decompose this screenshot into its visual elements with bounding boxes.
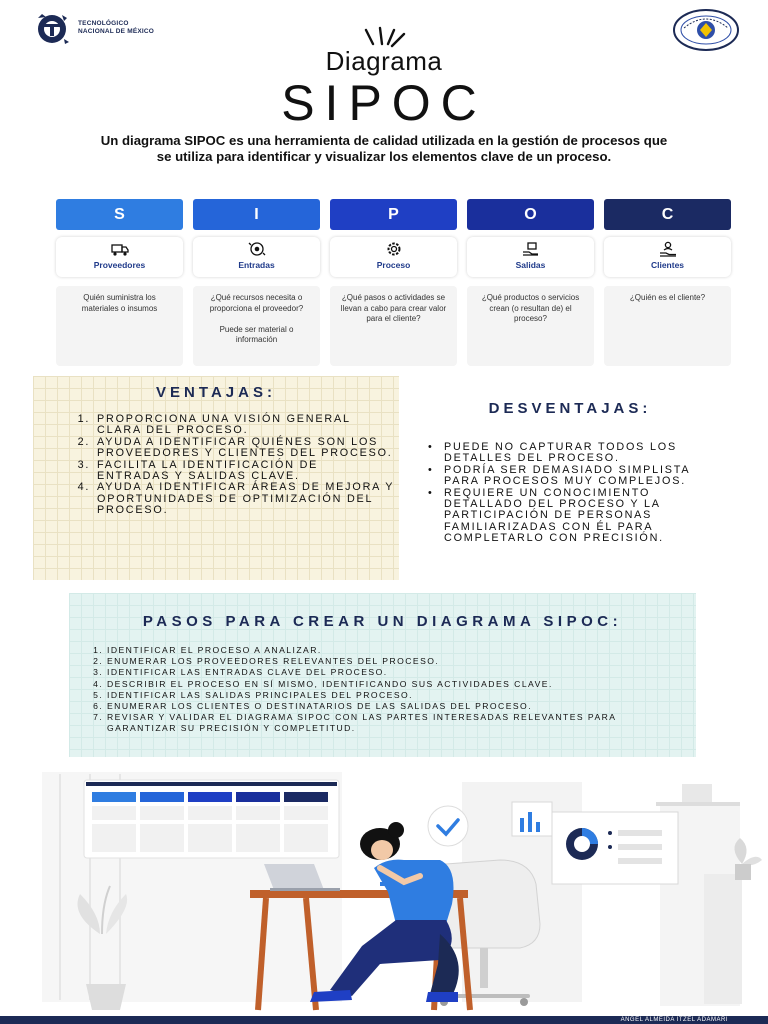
title-sipoc: SIPOC — [281, 75, 487, 131]
list-item: Identificar las entradas clave del proce… — [107, 667, 687, 678]
list-item: Revisar y validar el diagrama SIPOC con … — [107, 712, 687, 734]
sipoc-description: ¿Qué recursos necesita o proporciona el … — [193, 286, 320, 366]
list-item: Facilita la identificación de entradas y… — [95, 459, 395, 483]
process-gear-icon — [387, 242, 400, 256]
pasos-panel: PASOS PARA CREAR UN DIAGRAMA SIPOC: Iden… — [69, 593, 696, 757]
sipoc-letter: O — [467, 199, 594, 230]
sipoc-category: Salidas — [467, 237, 594, 277]
gear-cycle-icon — [248, 242, 265, 256]
desventajas-list: Puede no capturar todos los detalles del… — [428, 441, 720, 545]
ventajas-list: Proporciona una visión general clara del… — [95, 413, 395, 517]
sipoc-column-i: I Entradas ¿Qué recursos necesita o prop… — [193, 199, 320, 366]
list-item: Identificar las salidas principales del … — [107, 690, 687, 701]
sipoc-column-s: S Proveedores Quién suministra los mater… — [56, 199, 183, 366]
title-diagrama: Diagrama — [325, 46, 443, 76]
mini-sipoc-card — [83, 779, 340, 859]
sipoc-category: Clientes — [604, 237, 731, 277]
sipoc-description: ¿Qué pasos o actividades se llevan a cab… — [330, 286, 457, 366]
tecnm-gear-icon — [38, 14, 69, 44]
check-bubble-icon — [427, 805, 469, 847]
sipoc-category: Entradas — [193, 237, 320, 277]
sipoc-letter: P — [330, 199, 457, 230]
plant-right-icon — [734, 838, 762, 880]
desventajas-title: DESVENTAJAS: — [488, 400, 652, 417]
sipoc-column-o: O Salidas ¿Qué productos o servicios cre… — [467, 199, 594, 366]
intro-paragraph: Un diagrama SIPOC es una herramienta de … — [100, 133, 668, 164]
ventajas-panel: VENTAJAS: Proporciona una visión general… — [33, 376, 399, 580]
woman-at-desk-illustration — [42, 772, 762, 1011]
sipoc-category: Proceso — [330, 237, 457, 277]
list-item: Ayuda a identificar áreas de mejora y op… — [95, 482, 395, 516]
title-burst-icon — [364, 26, 406, 48]
sipoc-description: ¿Quién es el cliente? — [604, 286, 731, 366]
list-item: Podría ser demasiado simplista para proc… — [428, 464, 720, 488]
list-item: Puede no capturar todos los detalles del… — [428, 441, 720, 465]
sipoc-description: Quién suministra los materiales o insumo… — [56, 286, 183, 366]
institution-name: TECNOLÓGICO NACIONAL DE MÉXICO — [78, 20, 155, 35]
list-item: Describir el proceso en sí mismo, identi… — [107, 679, 687, 690]
list-item: Requiere un conocimiento detallado del p… — [428, 487, 720, 545]
sipoc-letter: S — [56, 199, 183, 230]
sipoc-column-c: C Clientes ¿Quién es el cliente? — [604, 199, 731, 366]
author-name: ANGEL ALMEIDA ITZEL ADAMARI — [620, 1017, 728, 1023]
list-item: Proporciona una visión general clara del… — [95, 413, 395, 437]
ventajas-title: VENTAJAS: — [156, 384, 276, 401]
tecnm-logo: TECNOLÓGICO NACIONAL DE MÉXICO — [34, 12, 174, 48]
desk-icon — [250, 890, 473, 1011]
box-hand-icon — [522, 242, 538, 256]
sipoc-table: S Proveedores Quién suministra los mater… — [56, 199, 731, 369]
university-seal-icon — [673, 9, 739, 51]
laptop-icon — [264, 864, 340, 891]
sipoc-letter: I — [193, 199, 320, 230]
woman-figure-icon — [310, 822, 459, 1002]
list-item: Ayuda a identificar quiénes son los prov… — [95, 436, 395, 460]
truck-icon — [110, 244, 129, 256]
list-item: Enumerar los proveedores relevantes del … — [107, 656, 687, 667]
sipoc-description: ¿Qué productos o servicios crean (o resu… — [467, 286, 594, 366]
plant-left-icon — [77, 885, 128, 1010]
list-item: Identificar el proceso a analizar. — [107, 645, 687, 656]
pasos-title: PASOS PARA CREAR UN DIAGRAMA SIPOC: — [142, 613, 623, 630]
footer-bar: ANGEL ALMEIDA ITZEL ADAMARI — [0, 1016, 768, 1024]
list-item: Enumerar los clientes o destinatarios de… — [107, 701, 687, 712]
sipoc-category: Proveedores — [56, 237, 183, 277]
client-hand-icon — [659, 241, 676, 257]
sipoc-letter: C — [604, 199, 731, 230]
chart-card-icon — [511, 801, 679, 885]
sipoc-column-p: P Proceso ¿Qué pasos o actividades se ll… — [330, 199, 457, 366]
pasos-list: Identificar el proceso a analizar. Enume… — [107, 645, 687, 735]
